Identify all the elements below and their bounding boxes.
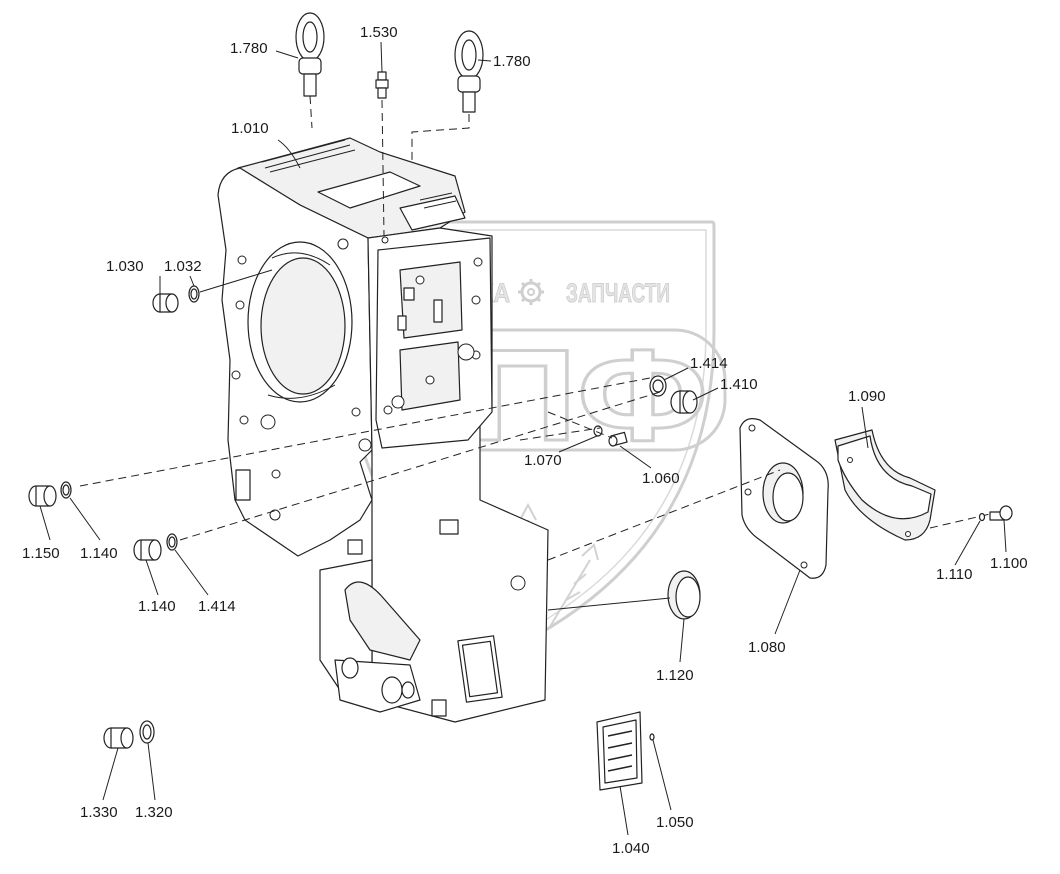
label-1032: 1.032 xyxy=(164,258,202,275)
transmission-housing xyxy=(217,137,549,723)
label-1040: 1.040 xyxy=(612,840,650,857)
label-1050: 1.050 xyxy=(656,814,694,831)
label-1060: 1.060 xyxy=(642,470,680,487)
plug-1030 xyxy=(152,269,273,313)
plug-1140 xyxy=(133,533,178,561)
label-1330: 1.330 xyxy=(80,804,118,821)
label-1110: 1.110 xyxy=(936,566,972,583)
plug-1330 xyxy=(103,720,155,749)
vent-plug xyxy=(375,71,389,237)
plate-1040 xyxy=(596,711,643,791)
label-1410: 1.410 xyxy=(720,376,758,393)
cover-1080 xyxy=(547,418,829,579)
watermark-right-word: ЗАПЧАСТИ xyxy=(566,278,670,308)
cap-1120 xyxy=(547,570,701,620)
label-1780-left: 1.780 xyxy=(230,40,268,57)
label-1414-bottom: 1.414 xyxy=(198,598,236,615)
eye-bolt-right xyxy=(411,30,484,165)
label-1414-top: 1.414 xyxy=(690,355,728,372)
rivet-1050 xyxy=(649,733,655,741)
part-labels: 1.780 1.530 1.780 1.010 1.030 1.032 1.41… xyxy=(22,24,1028,857)
shield-1090 xyxy=(834,429,991,541)
label-1010: 1.010 xyxy=(231,120,269,137)
plug-1410 xyxy=(649,375,698,414)
label-1150: 1.150 xyxy=(22,545,60,562)
label-1080: 1.080 xyxy=(748,639,786,656)
gear-icon xyxy=(518,279,544,305)
label-1530: 1.530 xyxy=(360,24,398,41)
label-1120: 1.120 xyxy=(656,667,694,684)
eye-bolt-left xyxy=(295,12,325,129)
leader-lines xyxy=(39,41,1007,836)
label-1100: 1.100 xyxy=(990,555,1028,572)
label-1320: 1.320 xyxy=(135,804,173,821)
label-1070: 1.070 xyxy=(524,452,562,469)
label-1140-left: 1.140 xyxy=(80,545,118,562)
plug-1150 xyxy=(28,481,72,507)
label-1140-mid: 1.140 xyxy=(138,598,176,615)
bolt-1100 xyxy=(978,505,1013,522)
label-1780-right: 1.780 xyxy=(493,53,531,70)
label-1030: 1.030 xyxy=(106,258,144,275)
label-1090: 1.090 xyxy=(848,388,886,405)
